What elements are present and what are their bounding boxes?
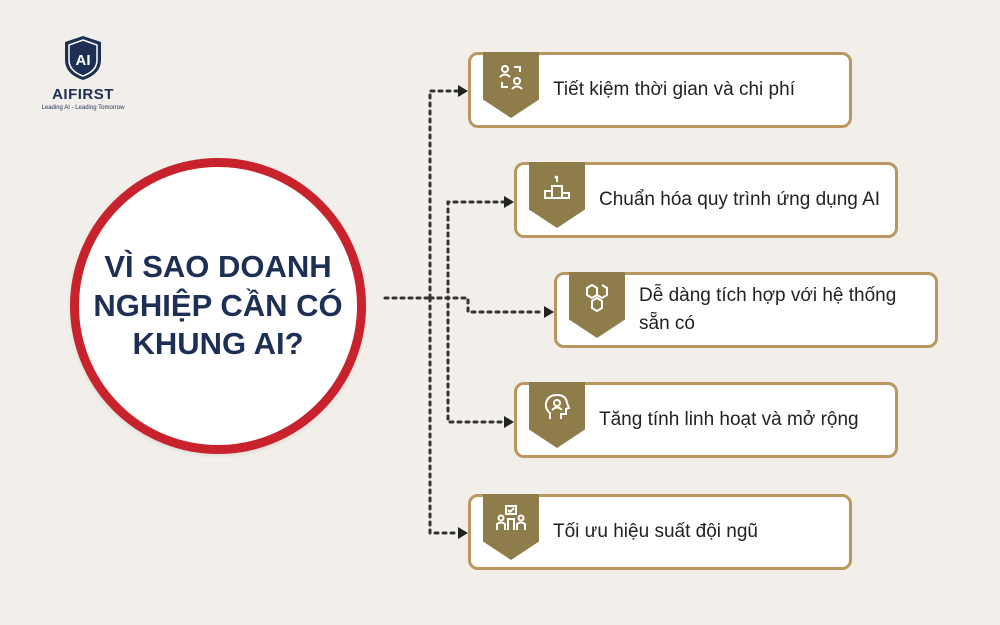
connector-5 xyxy=(428,296,460,535)
reason-card-2: Chuẩn hóa quy trình ứng dụng AI xyxy=(514,162,898,238)
connector-1 xyxy=(428,89,460,300)
reason-label: Tiết kiệm thời gian và chi phí xyxy=(553,79,795,101)
connector-4 xyxy=(428,296,506,424)
arrow-head-4 xyxy=(504,416,514,428)
podium-icon xyxy=(529,162,585,228)
cubes-icon xyxy=(569,272,625,338)
arrow-head-1 xyxy=(458,85,468,97)
central-question: VÌ SAO DOANH NGHIỆP CẦN CÓ KHUNG AI? xyxy=(93,248,343,362)
reason-label: Dễ dàng tích hợp với hệ thống sẵn có xyxy=(639,285,897,334)
reason-label: Chuẩn hóa quy trình ứng dụng AI xyxy=(599,189,881,211)
reason-card-4: Tăng tính linh hoạt và mở rộng xyxy=(514,382,898,458)
connector-2 xyxy=(428,200,506,300)
reason-card-5: Tối ưu hiệu suất đội ngũ xyxy=(468,494,852,570)
logo-mark: AI xyxy=(76,52,91,69)
reason-card-1: Tiết kiệm thời gian và chi phí xyxy=(468,52,852,128)
head-profile-icon xyxy=(529,382,585,448)
shield-logo-icon: AI xyxy=(65,36,101,80)
logo-tagline: Leading AI - Leading Tomorrow xyxy=(41,105,125,111)
company-logo: AI AIFIRST Leading AI - Leading Tomorrow xyxy=(28,34,138,111)
arrow-head-5 xyxy=(458,527,468,539)
arrow-head-3 xyxy=(544,306,554,318)
arrow-head-2 xyxy=(504,196,514,208)
team-check-icon xyxy=(483,494,539,560)
reason-label: Tăng tính linh hoạt và mở rộng xyxy=(599,409,859,431)
central-question-circle: VÌ SAO DOANH NGHIỆP CẦN CÓ KHUNG AI? xyxy=(70,158,366,454)
reason-label: Tối ưu hiệu suất đội ngũ xyxy=(553,521,758,543)
people-exchange-icon xyxy=(483,52,539,118)
logo-name: AIFIRST xyxy=(52,86,114,103)
reason-card-3: Dễ dàng tích hợp với hệ thống sẵn có xyxy=(554,272,938,348)
